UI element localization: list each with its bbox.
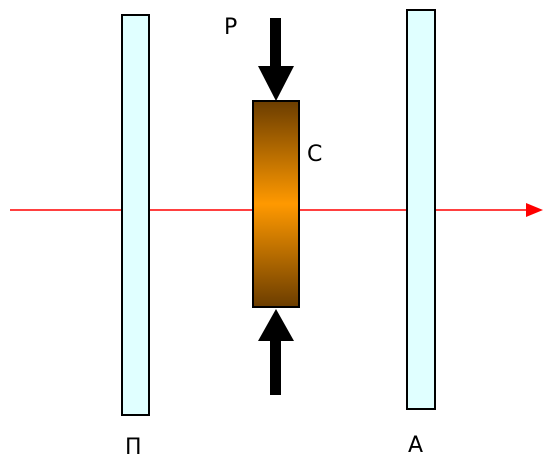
pressure-arrow-top (258, 18, 294, 101)
sample-label: С (307, 142, 322, 167)
sample-block (252, 100, 300, 308)
light-beam-arrowhead (526, 203, 543, 217)
analyzer-label: А (408, 433, 423, 458)
polarizer-label: П (125, 435, 142, 459)
analyzer-plate (406, 9, 436, 410)
pressure-label: P (224, 15, 237, 40)
polarizer-plate (121, 14, 150, 416)
pressure-arrow-bottom (258, 309, 294, 395)
